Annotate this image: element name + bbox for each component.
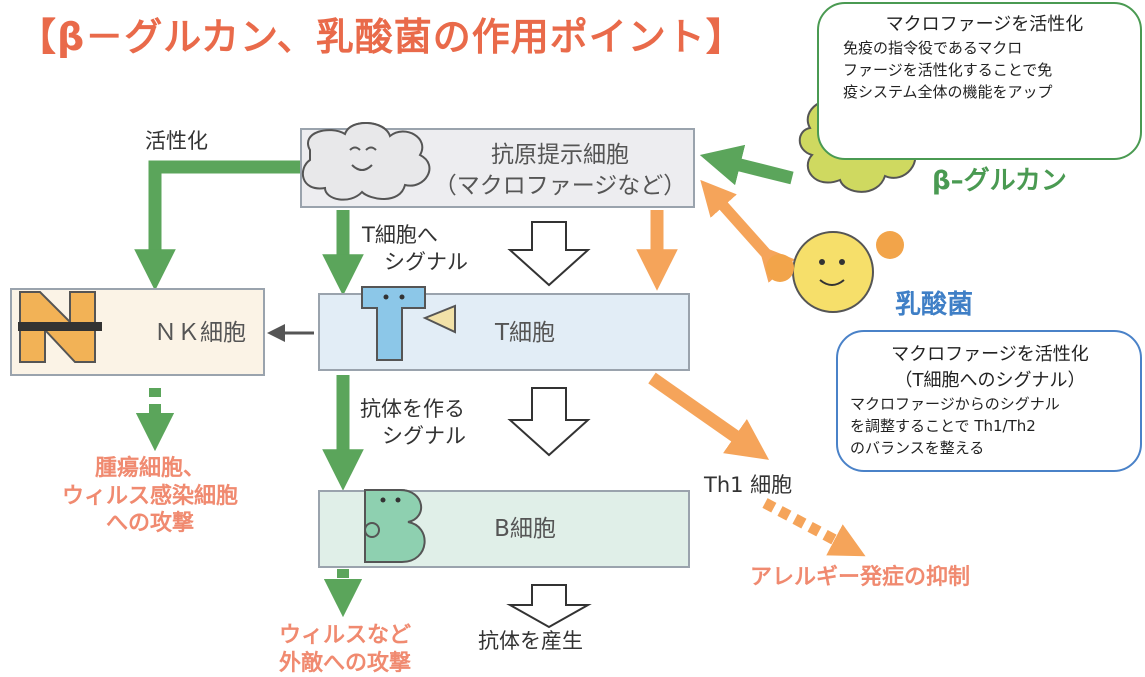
beta-glucan-callout: マクロファージを活性化 免疫の指令役であるマクロ ファージを活性化することで免 … (817, 2, 1142, 160)
apc-label-line1: 抗原提示細胞 (420, 140, 700, 171)
hollow-arrow-t-b (510, 388, 588, 455)
t-to-th1-orange-arrow (652, 378, 752, 448)
activation-arrow (155, 167, 300, 270)
lactic-callout-body-3: のバランスを整える (850, 438, 1130, 460)
beta-callout-body-2: ファージを活性化することで免 (843, 60, 1126, 82)
signal-to-t-line2: シグナル (362, 249, 468, 276)
lactic-callout-title2: （T細胞へのシグナル） (850, 368, 1130, 394)
antibody-signal-line2: シグナル (360, 423, 466, 450)
lactic-callout-title1: マクロファージを活性化 (850, 342, 1130, 368)
signal-to-t-label: T細胞へ シグナル (362, 222, 468, 277)
beta-to-apc-arrow (720, 160, 792, 178)
lactic-callout-body-2: を調整することで Th1/Th2 (850, 416, 1130, 438)
hollow-arrow-apc-t (510, 222, 588, 285)
beta-glucan-label: β–グルカン (932, 160, 1067, 197)
t-cell-label: T細胞 (470, 318, 580, 349)
beta-callout-body-1: 免疫の指令役であるマクロ (843, 38, 1126, 60)
b-cell-label: B細胞 (470, 514, 580, 545)
lactic-bacteria-character-icon (766, 231, 904, 312)
tumor-line3: への攻撃 (20, 510, 280, 538)
signal-to-t-line1: T細胞へ (362, 222, 468, 249)
beta-callout-body-3: 疫システム全体の機能をアップ (843, 82, 1126, 104)
lactic-callout-body-1: マクロファージからのシグナル (850, 394, 1130, 416)
virus-attack-outcome: ウィルスなど 外敵への攻撃 (250, 622, 440, 677)
lactic-bacteria-callout: マクロファージを活性化 （T細胞へのシグナル） マクロファージからのシグナル を… (836, 330, 1142, 472)
tumor-attack-outcome: 腫瘍細胞、 ウィルス感染細胞 への攻撃 (20, 455, 280, 538)
hollow-arrow-b-antibody (510, 585, 588, 627)
antibody-signal-line1: 抗体を作る (360, 396, 466, 423)
lactic-bacteria-label: 乳酸菌 (895, 284, 973, 321)
beta-callout-title: マクロファージを活性化 (843, 12, 1126, 38)
nk-cell-label: ＮＫ細胞 (140, 318, 260, 349)
lactic-apc-double-arrow (712, 193, 770, 258)
th1-label: Th1 細胞 (704, 472, 792, 499)
antibody-production-label: 抗体を産生 (478, 628, 583, 655)
activation-label: 活性化 (145, 128, 208, 155)
th1-to-allergy-dashed-arrow (765, 503, 850, 548)
virus-line1: ウィルスなど (250, 622, 440, 650)
tumor-line1: 腫瘍細胞、 (20, 455, 280, 483)
apc-label-line2: （マクロファージなど） (420, 171, 700, 202)
antibody-signal-label: 抗体を作る シグナル (360, 396, 466, 451)
apc-label: 抗原提示細胞 （マクロファージなど） (420, 140, 700, 202)
tumor-line2: ウィルス感染細胞 (20, 483, 280, 511)
virus-line2: 外敵への攻撃 (250, 650, 440, 677)
allergy-suppression-outcome: アレルギー発症の抑制 (750, 564, 970, 592)
